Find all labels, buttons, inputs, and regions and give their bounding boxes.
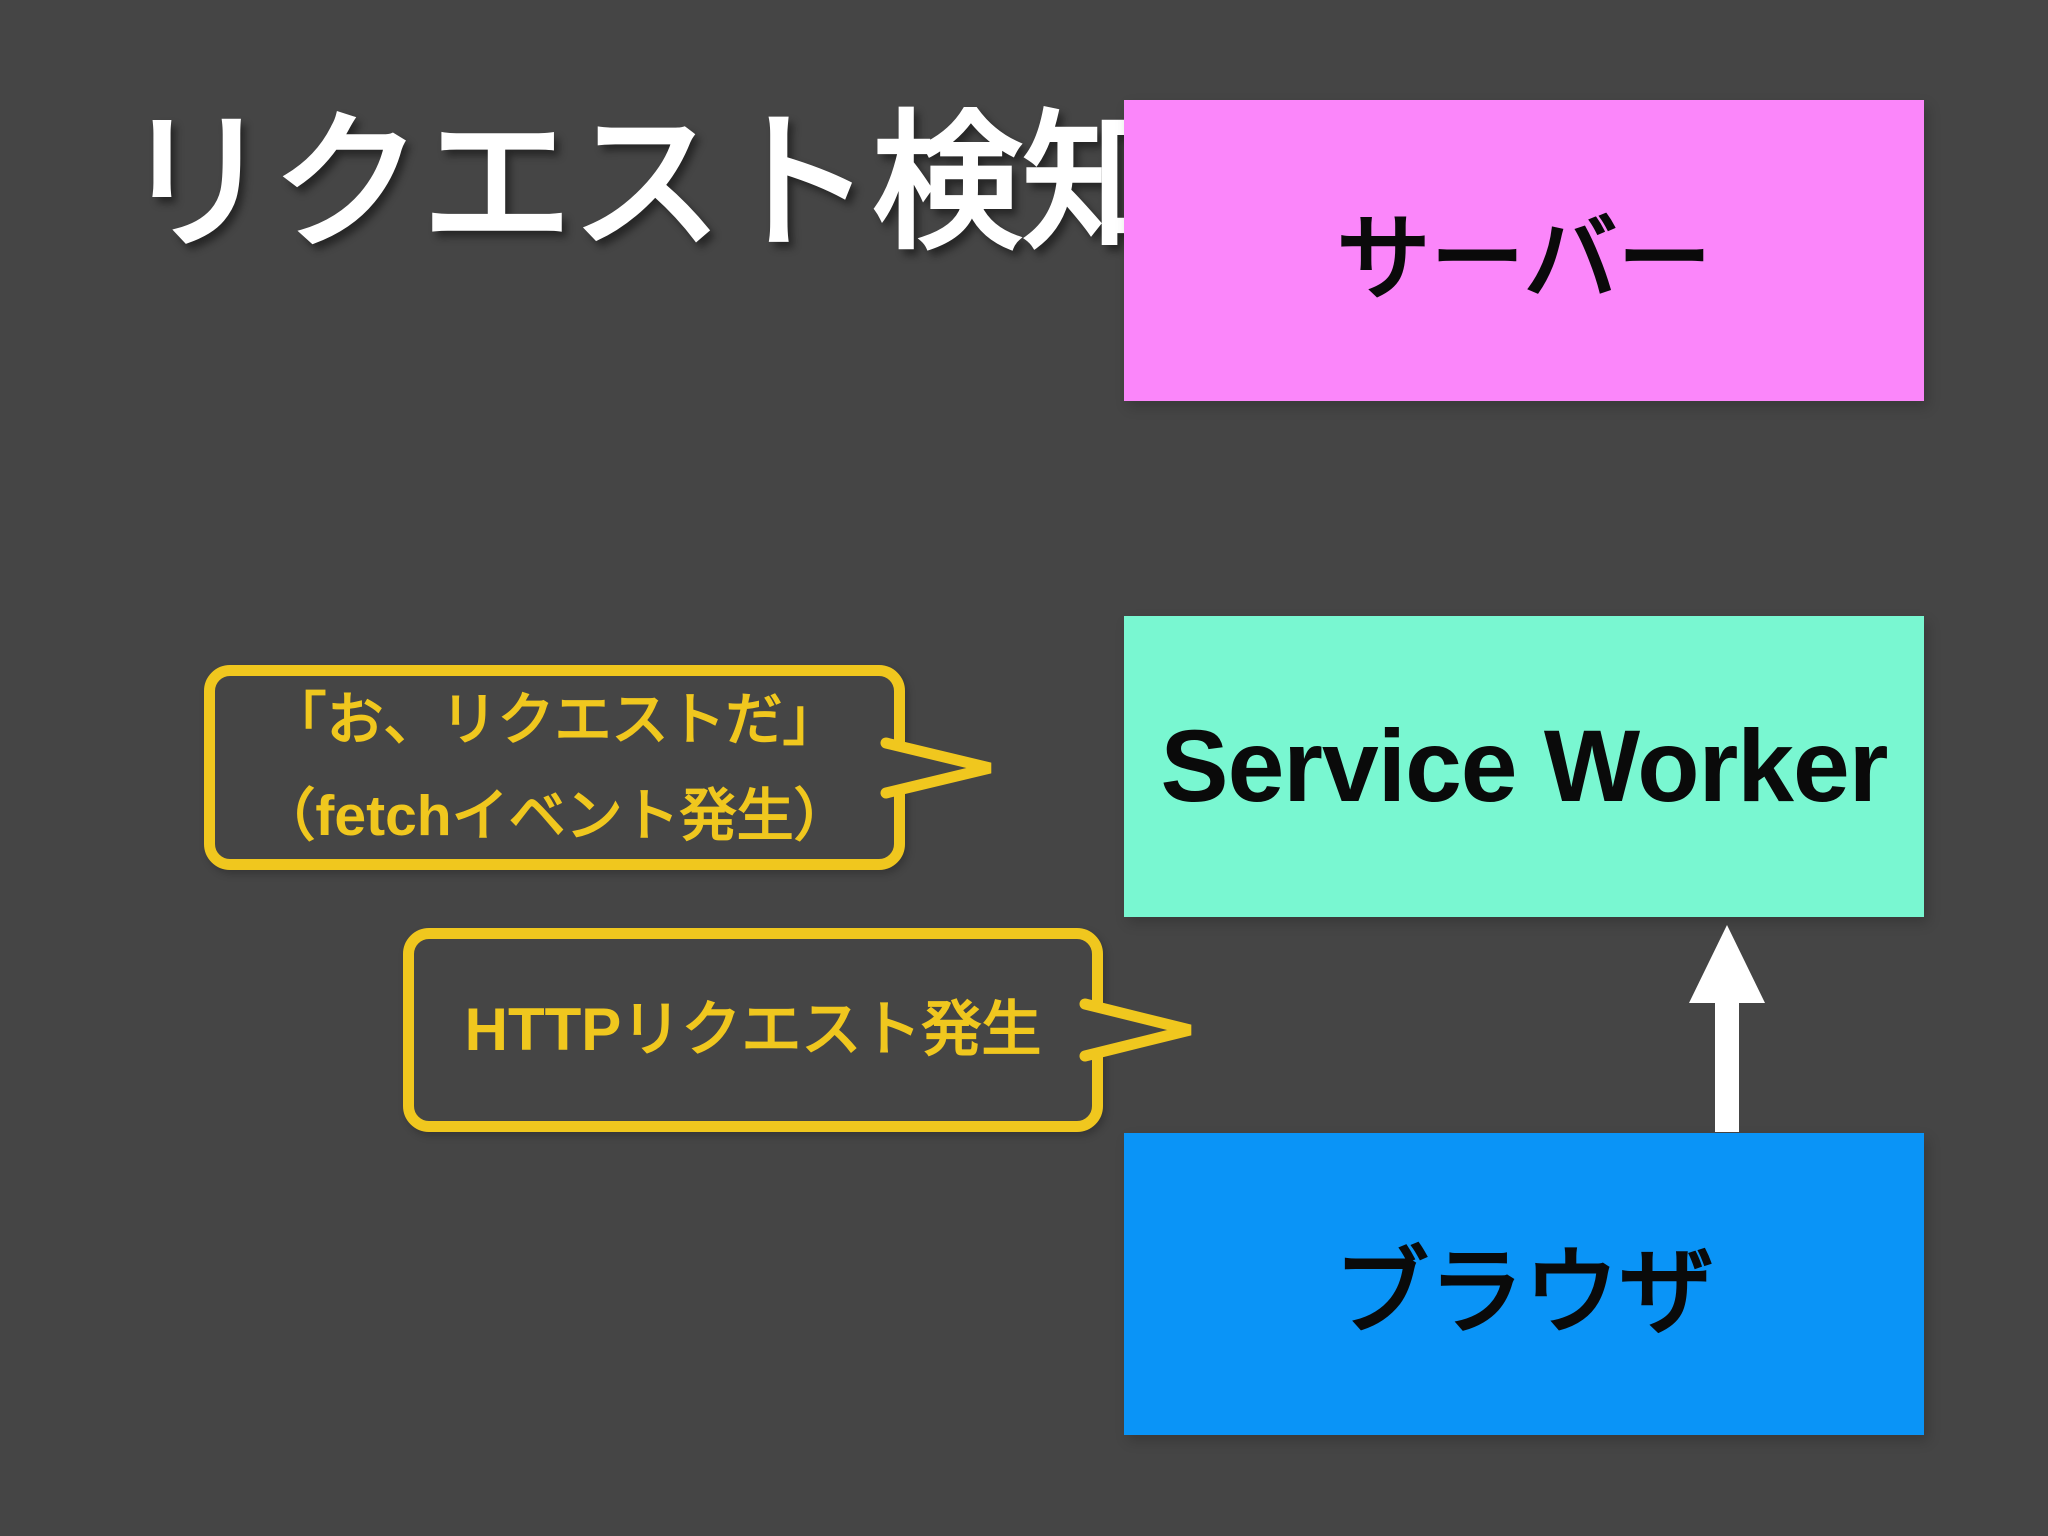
up-arrow-icon bbox=[1689, 925, 1765, 1132]
server-box-label: サーバー bbox=[1336, 205, 1712, 311]
speech-bubble-fetch-event-line-1: 「お、リクエストだ」 bbox=[269, 687, 840, 752]
server-box: サーバー bbox=[1124, 100, 1924, 401]
speech-bubble-http-request-line-1: HTTPリクエスト発生 bbox=[464, 996, 1042, 1063]
speech-bubble-http-request: HTTPリクエスト発生 bbox=[403, 928, 1103, 1132]
service-worker-box: Service Worker bbox=[1124, 616, 1924, 917]
service-worker-box-label: Service Worker bbox=[1160, 709, 1889, 823]
browser-box: ブラウザ bbox=[1124, 1133, 1924, 1435]
speech-bubble-fetch-event-line-2: （fetchイベント発生） bbox=[258, 783, 851, 848]
slide-title: リクエスト検知 bbox=[122, 99, 1173, 267]
speech-bubble-fetch-event: 「お、リクエストだ」 （fetchイベント発生） bbox=[204, 665, 905, 870]
browser-box-label: ブラウザ bbox=[1333, 1239, 1714, 1346]
